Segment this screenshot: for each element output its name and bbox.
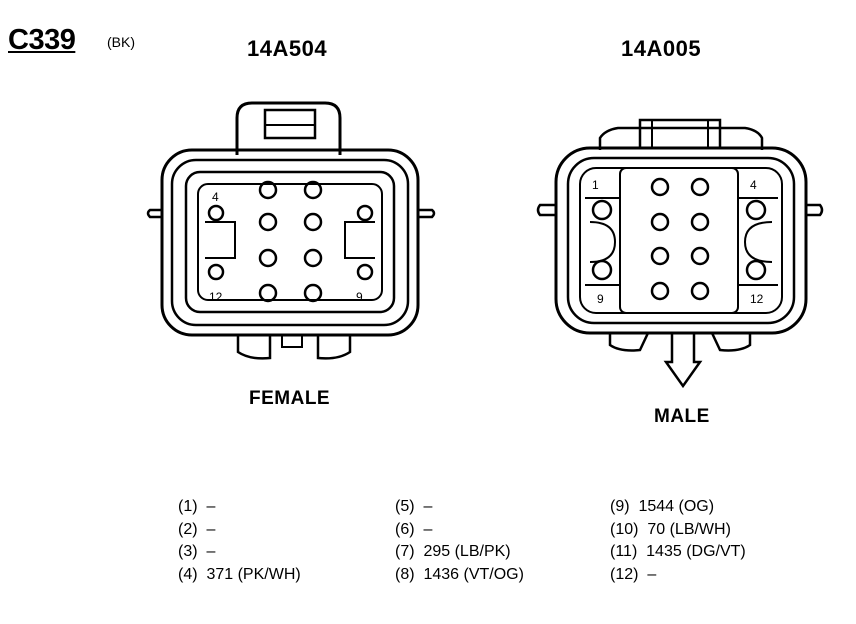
pinout-column-3: (9) 1544 (OG) (10) 70 (LB/WH) (11) 1435 … — [610, 496, 746, 586]
pinout-row: (5) – — [395, 496, 524, 519]
pin-circuit: 1544 (OG) — [638, 498, 715, 515]
pin-number: (3) — [178, 543, 198, 560]
pin-circuit: 295 (LB/PK) — [423, 543, 511, 560]
pinout-row: (9) 1544 (OG) — [610, 496, 746, 519]
pin-number: (8) — [395, 565, 415, 583]
pin-circuit: 371 (PK/WH) — [206, 565, 301, 583]
connector-color: (BK) — [107, 34, 135, 50]
pin-number: (6) — [395, 520, 415, 538]
female-connector-face — [146, 101, 436, 360]
pin-circuit: 1436 (VT/OG) — [423, 565, 524, 583]
pin-number: (12) — [610, 565, 639, 583]
pinout-row: (12) – — [610, 564, 746, 587]
pin-circuit: 70 (LB/WH) — [647, 520, 731, 538]
pinout-column-1: (1) – (2) – (3) – (4) 371 (PK/WH) — [178, 496, 301, 586]
pin-number: (1) — [178, 498, 198, 515]
pin-circuit: – — [206, 543, 216, 560]
pin-number: (4) — [178, 565, 198, 583]
pin-number: (7) — [395, 543, 415, 560]
right-part-number: 14A005 — [621, 36, 702, 61]
pinout-row: (1) – — [178, 496, 301, 519]
pinout-row: (2) – — [178, 519, 301, 542]
pin-circuit: – — [206, 520, 216, 538]
male-pin-terminals — [591, 177, 767, 301]
female-pin-cavities — [207, 180, 374, 303]
pin-circuit: 1435 (DG/VT) — [646, 543, 746, 560]
male-label-bottom-left: 9 — [597, 292, 604, 306]
male-label-top-right: 4 — [750, 178, 757, 192]
pinout-column-2: (5) – (6) – (7) 295 (LB/PK) (8) 1436 (VT… — [395, 496, 524, 586]
male-label-top-left: 1 — [592, 178, 599, 192]
pin-number: (11) — [610, 543, 638, 560]
pinout-row: (8) 1436 (VT/OG) — [395, 564, 524, 587]
male-label: MALE — [654, 406, 710, 427]
connector-id: C339 — [8, 24, 76, 56]
female-label-top-left: 4 — [212, 190, 219, 204]
pin-number: (10) — [610, 520, 639, 538]
pin-number: (5) — [395, 498, 415, 515]
left-part-number: 14A504 — [247, 36, 328, 61]
pinout-row: (6) – — [395, 519, 524, 542]
pin-circuit: – — [423, 498, 433, 515]
male-connector-face — [536, 118, 824, 389]
pin-number: (2) — [178, 520, 198, 538]
female-label: FEMALE — [249, 388, 331, 409]
pinout-row: (10) 70 (LB/WH) — [610, 519, 746, 542]
pin-circuit: – — [647, 565, 657, 583]
pin-circuit: – — [206, 498, 216, 515]
pinout-row: (4) 371 (PK/WH) — [178, 564, 301, 587]
pinout-row: (3) – — [178, 541, 301, 564]
pin-number: (9) — [610, 498, 630, 515]
female-label-bottom-right: 9 — [356, 290, 363, 304]
pin-circuit: – — [423, 520, 433, 538]
pinout-row: (7) 295 (LB/PK) — [395, 541, 524, 564]
female-label-bottom-left: 12 — [209, 290, 223, 304]
pinout-row: (11) 1435 (DG/VT) — [610, 541, 746, 564]
male-label-bottom-right: 12 — [750, 292, 764, 306]
